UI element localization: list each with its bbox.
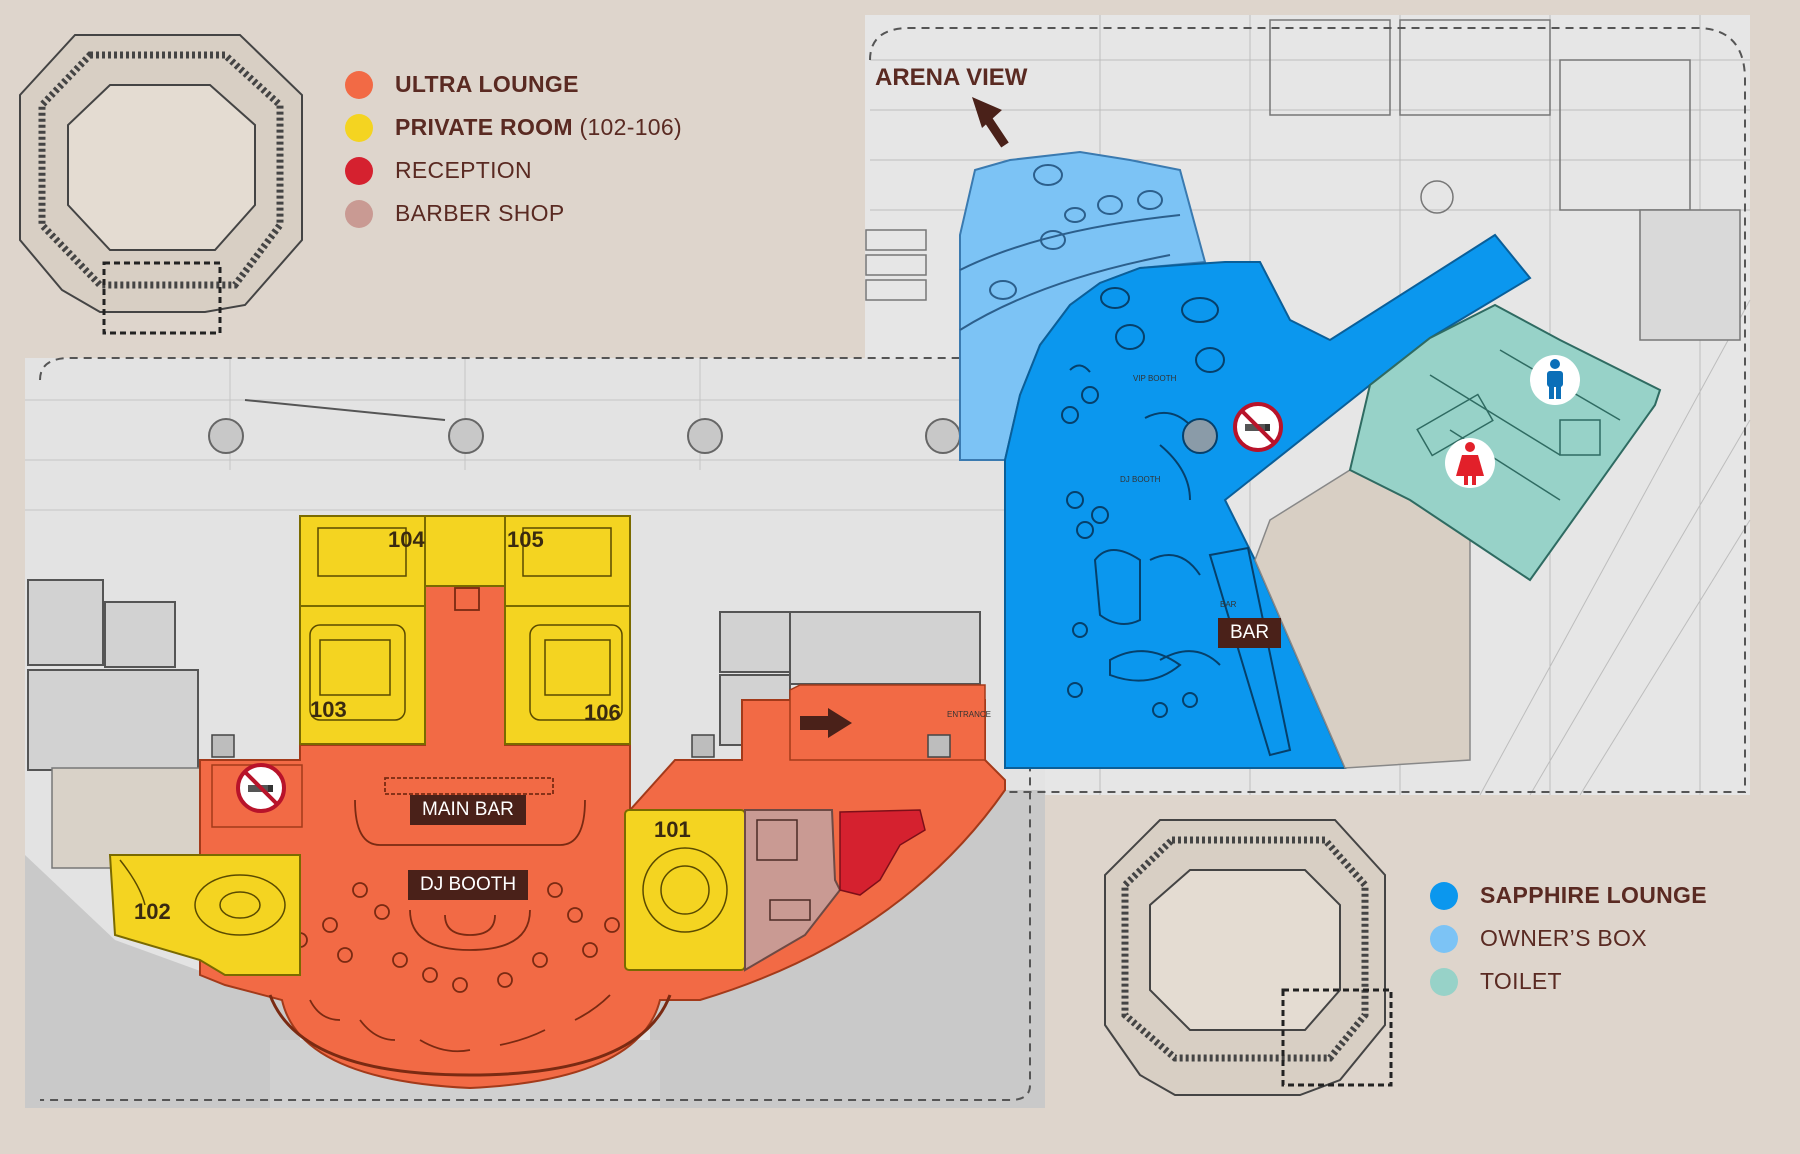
private-room-furniture	[119, 527, 728, 936]
legend-item-private-room: PRIVATE ROOM (102-106)	[345, 106, 682, 149]
legend-dot-icon	[345, 199, 373, 228]
room-102-label: 102	[134, 899, 171, 924]
arena-view-arrow-icon	[972, 97, 1009, 148]
room-101-label: 101	[654, 817, 691, 842]
legend-dot-icon	[345, 156, 373, 185]
room-104-label: 104	[388, 527, 425, 552]
legend-item-barber-shop: BARBER SHOP	[345, 192, 682, 235]
legend-label: RECEPTION	[395, 157, 532, 183]
toilet-area	[1348, 303, 1662, 582]
male-toilet-icon	[1530, 355, 1580, 405]
no-smoking-icon	[1233, 402, 1283, 452]
sapphire-furniture	[1061, 287, 1292, 757]
legend-label: SAPPHIRE LOUNGE	[1480, 882, 1707, 908]
legend-item-toilet: TOILET	[1430, 960, 1707, 1003]
legend-top: ULTRA LOUNGE PRIVATE ROOM (102-106) RECE…	[345, 63, 682, 235]
legend-label: TOILET	[1480, 968, 1562, 994]
dj-booth-tag: DJ BOOTH	[408, 870, 529, 900]
legend-label: PRIVATE ROOM	[395, 114, 573, 140]
legend-bottom: SAPPHIRE LOUNGE OWNER’S BOX TOILET	[1430, 874, 1707, 1003]
bar-tag: BAR	[1218, 618, 1282, 648]
ultra-lounge-furniture	[268, 587, 672, 1077]
legend-dot-icon	[345, 70, 373, 99]
legend-item-ultra-lounge: ULTRA LOUNGE	[345, 63, 682, 106]
room-106-label: 106	[584, 700, 621, 725]
legend-item-reception: RECEPTION	[345, 149, 682, 192]
legend-dot-icon	[1430, 924, 1458, 953]
dj-booth-small-label: DJ BOOTH	[1120, 475, 1161, 484]
main-bar-tag: MAIN BAR	[410, 795, 526, 825]
room-103-label: 103	[310, 697, 347, 722]
female-toilet-icon	[1445, 438, 1495, 488]
bar-small-label: BAR	[1220, 600, 1237, 609]
vip-booth-small-label: VIP BOOTH	[1133, 374, 1177, 383]
legend-dot-icon	[1430, 967, 1458, 996]
legend-label: BARBER SHOP	[395, 200, 565, 226]
room-105-label: 105	[507, 527, 544, 552]
legend-item-owners-box: OWNER’S BOX	[1430, 917, 1707, 960]
entrance-arrow-icon	[800, 708, 852, 738]
private-rooms	[108, 515, 746, 976]
entrance-small-label: ENTRANCE	[947, 710, 992, 719]
inset-map-top	[19, 34, 303, 335]
legend-label: ULTRA LOUNGE	[395, 71, 579, 97]
reception-area	[839, 809, 926, 896]
owners-box-seating	[959, 164, 1181, 331]
inset-map-bottom	[1104, 819, 1393, 1096]
legend-dot-icon	[345, 113, 373, 142]
arena-view-label: ARENA VIEW	[875, 64, 1028, 91]
legend-dot-icon	[1430, 881, 1458, 910]
no-smoking-icon	[236, 763, 286, 813]
legend-note: (102-106)	[572, 114, 682, 140]
legend-item-sapphire-lounge: SAPPHIRE LOUNGE	[1430, 874, 1707, 917]
legend-label: OWNER’S BOX	[1480, 925, 1647, 951]
